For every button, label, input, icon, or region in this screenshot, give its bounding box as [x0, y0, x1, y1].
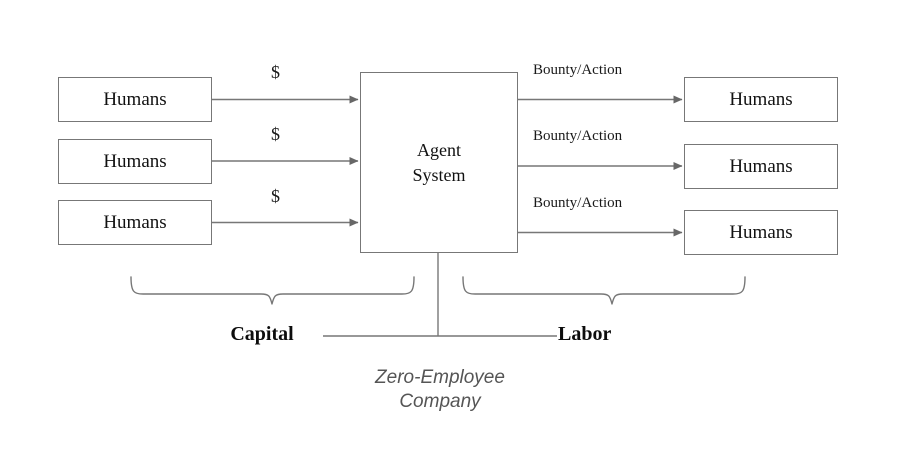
labor-node-1-label: Humans — [729, 88, 793, 110]
capital-node-1-label: Humans — [103, 88, 167, 110]
capital-node-3[interactable]: Humans — [58, 200, 212, 245]
inbound-edge-label-1: $ — [271, 62, 280, 82]
capital-node-3-label: Humans — [103, 211, 167, 233]
labor-node-2[interactable]: Humans — [684, 144, 838, 189]
agent-system-node[interactable]: Agent System — [360, 72, 518, 253]
labor-node-3[interactable]: Humans — [684, 210, 838, 255]
labor-node-2-label: Humans — [729, 155, 793, 177]
zero-employee-company-caption: Zero-Employee Company — [375, 367, 505, 412]
labor-node-1[interactable]: Humans — [684, 77, 838, 122]
capital-brace — [130, 276, 415, 305]
labor-group-label: Labor — [558, 323, 612, 345]
capital-node-2-label: Humans — [103, 150, 167, 172]
capital-group-label: Capital — [230, 323, 294, 345]
inbound-edge-label-3: $ — [271, 186, 280, 206]
outbound-edge-label-3: Bounty/Action — [533, 195, 623, 211]
outbound-edge-label-2: Bounty/Action — [533, 128, 623, 144]
agent-system-label: Agent System — [412, 140, 466, 185]
labor-brace — [462, 276, 746, 305]
outbound-edge-label-1: Bounty/Action — [533, 62, 623, 78]
inbound-edge-label-2: $ — [271, 124, 280, 144]
capital-node-2[interactable]: Humans — [58, 139, 212, 184]
labor-node-3-label: Humans — [729, 221, 793, 243]
capital-node-1[interactable]: Humans — [58, 77, 212, 122]
